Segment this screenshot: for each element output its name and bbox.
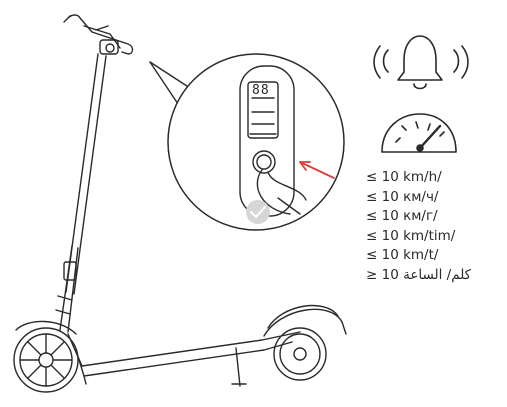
bell-icon <box>373 35 469 90</box>
handlebar <box>63 14 134 55</box>
front-wheel <box>13 320 79 393</box>
deck <box>67 331 301 387</box>
stem <box>55 53 107 333</box>
speed-limit-item: ≤ 10 км/г/ <box>366 208 438 225</box>
speed-limit-item: ≥ 10 كلم/ الساعة <box>366 266 472 283</box>
speed-limit-item: ≤ 10 km/t/ <box>366 247 439 264</box>
speed-limit-list: ≤ 10 km/h/ ≤ 10 км/ч/ ≤ 10 км/г/ ≤ 10 km… <box>366 168 471 286</box>
speed-limit-item: ≤ 10 км/ч/ <box>366 188 439 205</box>
display-digits: 88 <box>252 83 270 98</box>
check-icon <box>246 200 270 224</box>
speed-limit-item: ≤ 10 km/h/ <box>366 169 442 185</box>
arrow-icon <box>299 161 335 179</box>
rear-wheel <box>263 304 347 381</box>
speed-limit-item: ≤ 10 km/tim/ <box>366 227 456 244</box>
zoom-circle <box>167 53 345 231</box>
speedometer-icon <box>381 113 457 153</box>
